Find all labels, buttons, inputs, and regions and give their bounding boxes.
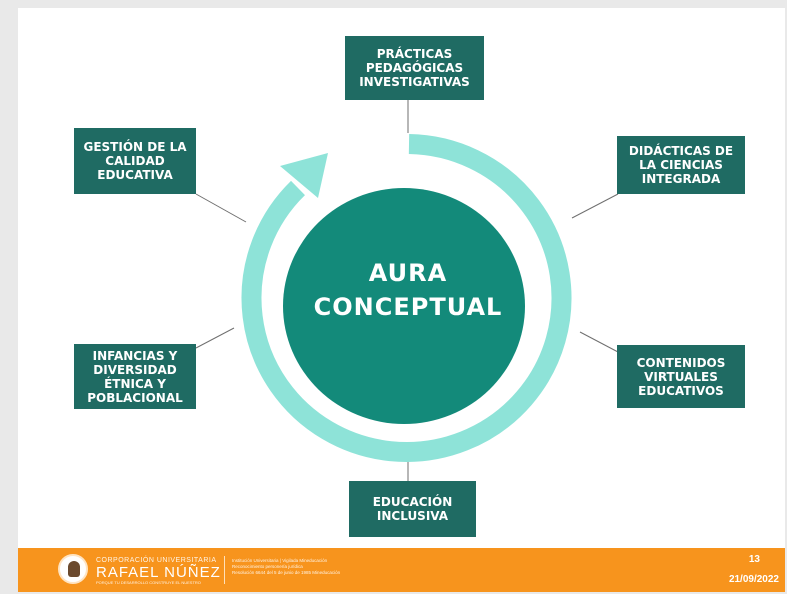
logo-tagline: PORQUE TU DESARROLLO CONSTRUYE EL NUESTR… bbox=[96, 580, 201, 585]
cycle-ring bbox=[241, 134, 572, 462]
footer-divider bbox=[224, 556, 225, 584]
institution-info: Institución Universitaria | Vigilada Min… bbox=[232, 558, 340, 576]
connector-bottom-right bbox=[579, 331, 619, 353]
logo-top-text: CORPORACIÓN UNIVERSITARIA bbox=[96, 557, 217, 564]
page-number: 13 bbox=[748, 554, 760, 565]
slide-date: 21/09/2022 bbox=[728, 574, 779, 585]
university-logo-icon bbox=[58, 554, 88, 584]
cycle-arrowhead bbox=[280, 153, 328, 198]
institution-line-2: Reconocimiento personería jurídica bbox=[232, 564, 303, 569]
footer-bar: CORPORACIÓN UNIVERSITARIA RAFAEL NÚÑEZ P… bbox=[18, 548, 785, 592]
institution-line-3: Resolución 6644 del 5 de junio de 1985 M… bbox=[232, 570, 341, 575]
center-title: AURA CONCEPTUAL bbox=[313, 259, 503, 321]
node-top-right: DIDÁCTICAS DE LA CIENCIAS INTEGRADA bbox=[617, 136, 745, 194]
node-top-left: GESTIÓN DE LA CALIDAD EDUCATIVA bbox=[74, 128, 196, 194]
slide: AURA CONCEPTUAL PRÁCTICAS PEDAGÓGICAS IN… bbox=[18, 8, 785, 592]
logo-name: RAFAEL NÚÑEZ bbox=[96, 564, 221, 581]
connector-bottom-left bbox=[195, 327, 235, 349]
node-top: PRÁCTICAS PEDAGÓGICAS INVESTIGATIVAS bbox=[345, 36, 484, 100]
institution-line-1: Institución Universitaria | Vigilada Min… bbox=[232, 558, 328, 563]
connector-top-left bbox=[195, 193, 247, 223]
center-ellipse bbox=[283, 188, 525, 424]
connector-top-right bbox=[571, 193, 619, 219]
cycle-diagram bbox=[195, 100, 619, 481]
node-bottom-left: INFANCIAS Y DIVERSIDAD ÉTNICA Y POBLACIO… bbox=[74, 344, 196, 409]
node-bottom: EDUCACIÓN INCLUSIVA bbox=[349, 481, 476, 537]
node-bottom-right: CONTENIDOS VIRTUALES EDUCATIVOS bbox=[617, 345, 745, 408]
